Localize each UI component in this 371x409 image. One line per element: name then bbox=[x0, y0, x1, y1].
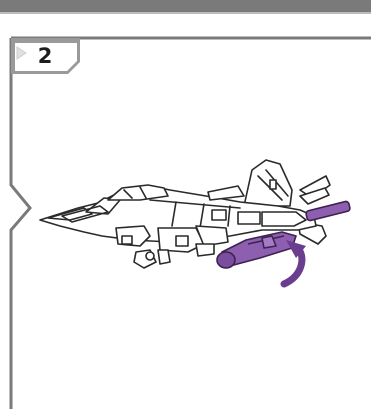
jet-figure bbox=[40, 160, 330, 268]
step-number: 2 bbox=[30, 43, 60, 69]
